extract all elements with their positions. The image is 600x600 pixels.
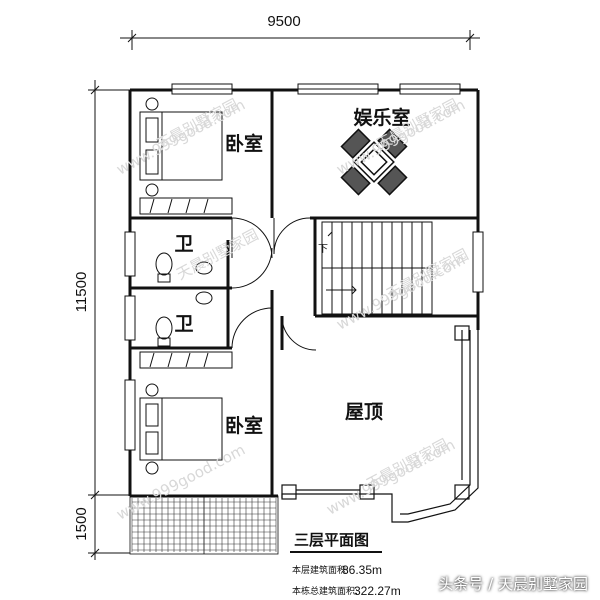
watermarks: 天晨别墅家园 www.999good.com 天晨别墅家园 www.999goo… [113, 95, 471, 523]
walls [128, 88, 480, 498]
room-label-bath-top: 卫 [174, 233, 193, 255]
room-label-roof: 屋顶 [345, 401, 383, 423]
wardrobe-top [139, 197, 233, 215]
plan-title: 三层平面图 [294, 531, 369, 549]
balcony-hatch [131, 498, 277, 552]
stairs [321, 221, 433, 315]
room-label-entertainment: 娱乐室 [353, 106, 410, 129]
total-area-label: 本栋总建筑面积: [292, 585, 358, 597]
left-height-label: 11500 [73, 272, 90, 313]
game-table [340, 128, 408, 196]
room-label-bath-bottom: 卫 [174, 313, 193, 335]
bed-top [139, 97, 223, 197]
credit-watermark: 头条号 / 天晨别墅家园 [438, 575, 588, 593]
windows-top [171, 83, 461, 95]
floor-area-label: 本层建筑面积: [292, 564, 349, 576]
room-label-bedroom-bottom: 卧室 [225, 414, 263, 437]
windows-left [124, 231, 136, 451]
window-right [472, 231, 484, 293]
stair-down-label: 下 [318, 244, 328, 255]
left-dimension [88, 80, 130, 560]
wardrobe-bottom [139, 351, 233, 369]
room-label-bedroom-top: 卧室 [225, 132, 263, 155]
top-width-label: 9500 [267, 13, 300, 30]
left-balcony-label: 1500 [73, 507, 90, 540]
bed-bottom [139, 383, 223, 475]
top-dimension [120, 30, 480, 50]
watermark-url: www.999good.com [323, 435, 458, 518]
bath-fixtures [155, 252, 213, 347]
total-area-value: 322.27m [354, 584, 401, 598]
floor-area-value: 86.35m [342, 563, 382, 577]
roof-railing [281, 325, 479, 523]
doors [231, 217, 317, 351]
